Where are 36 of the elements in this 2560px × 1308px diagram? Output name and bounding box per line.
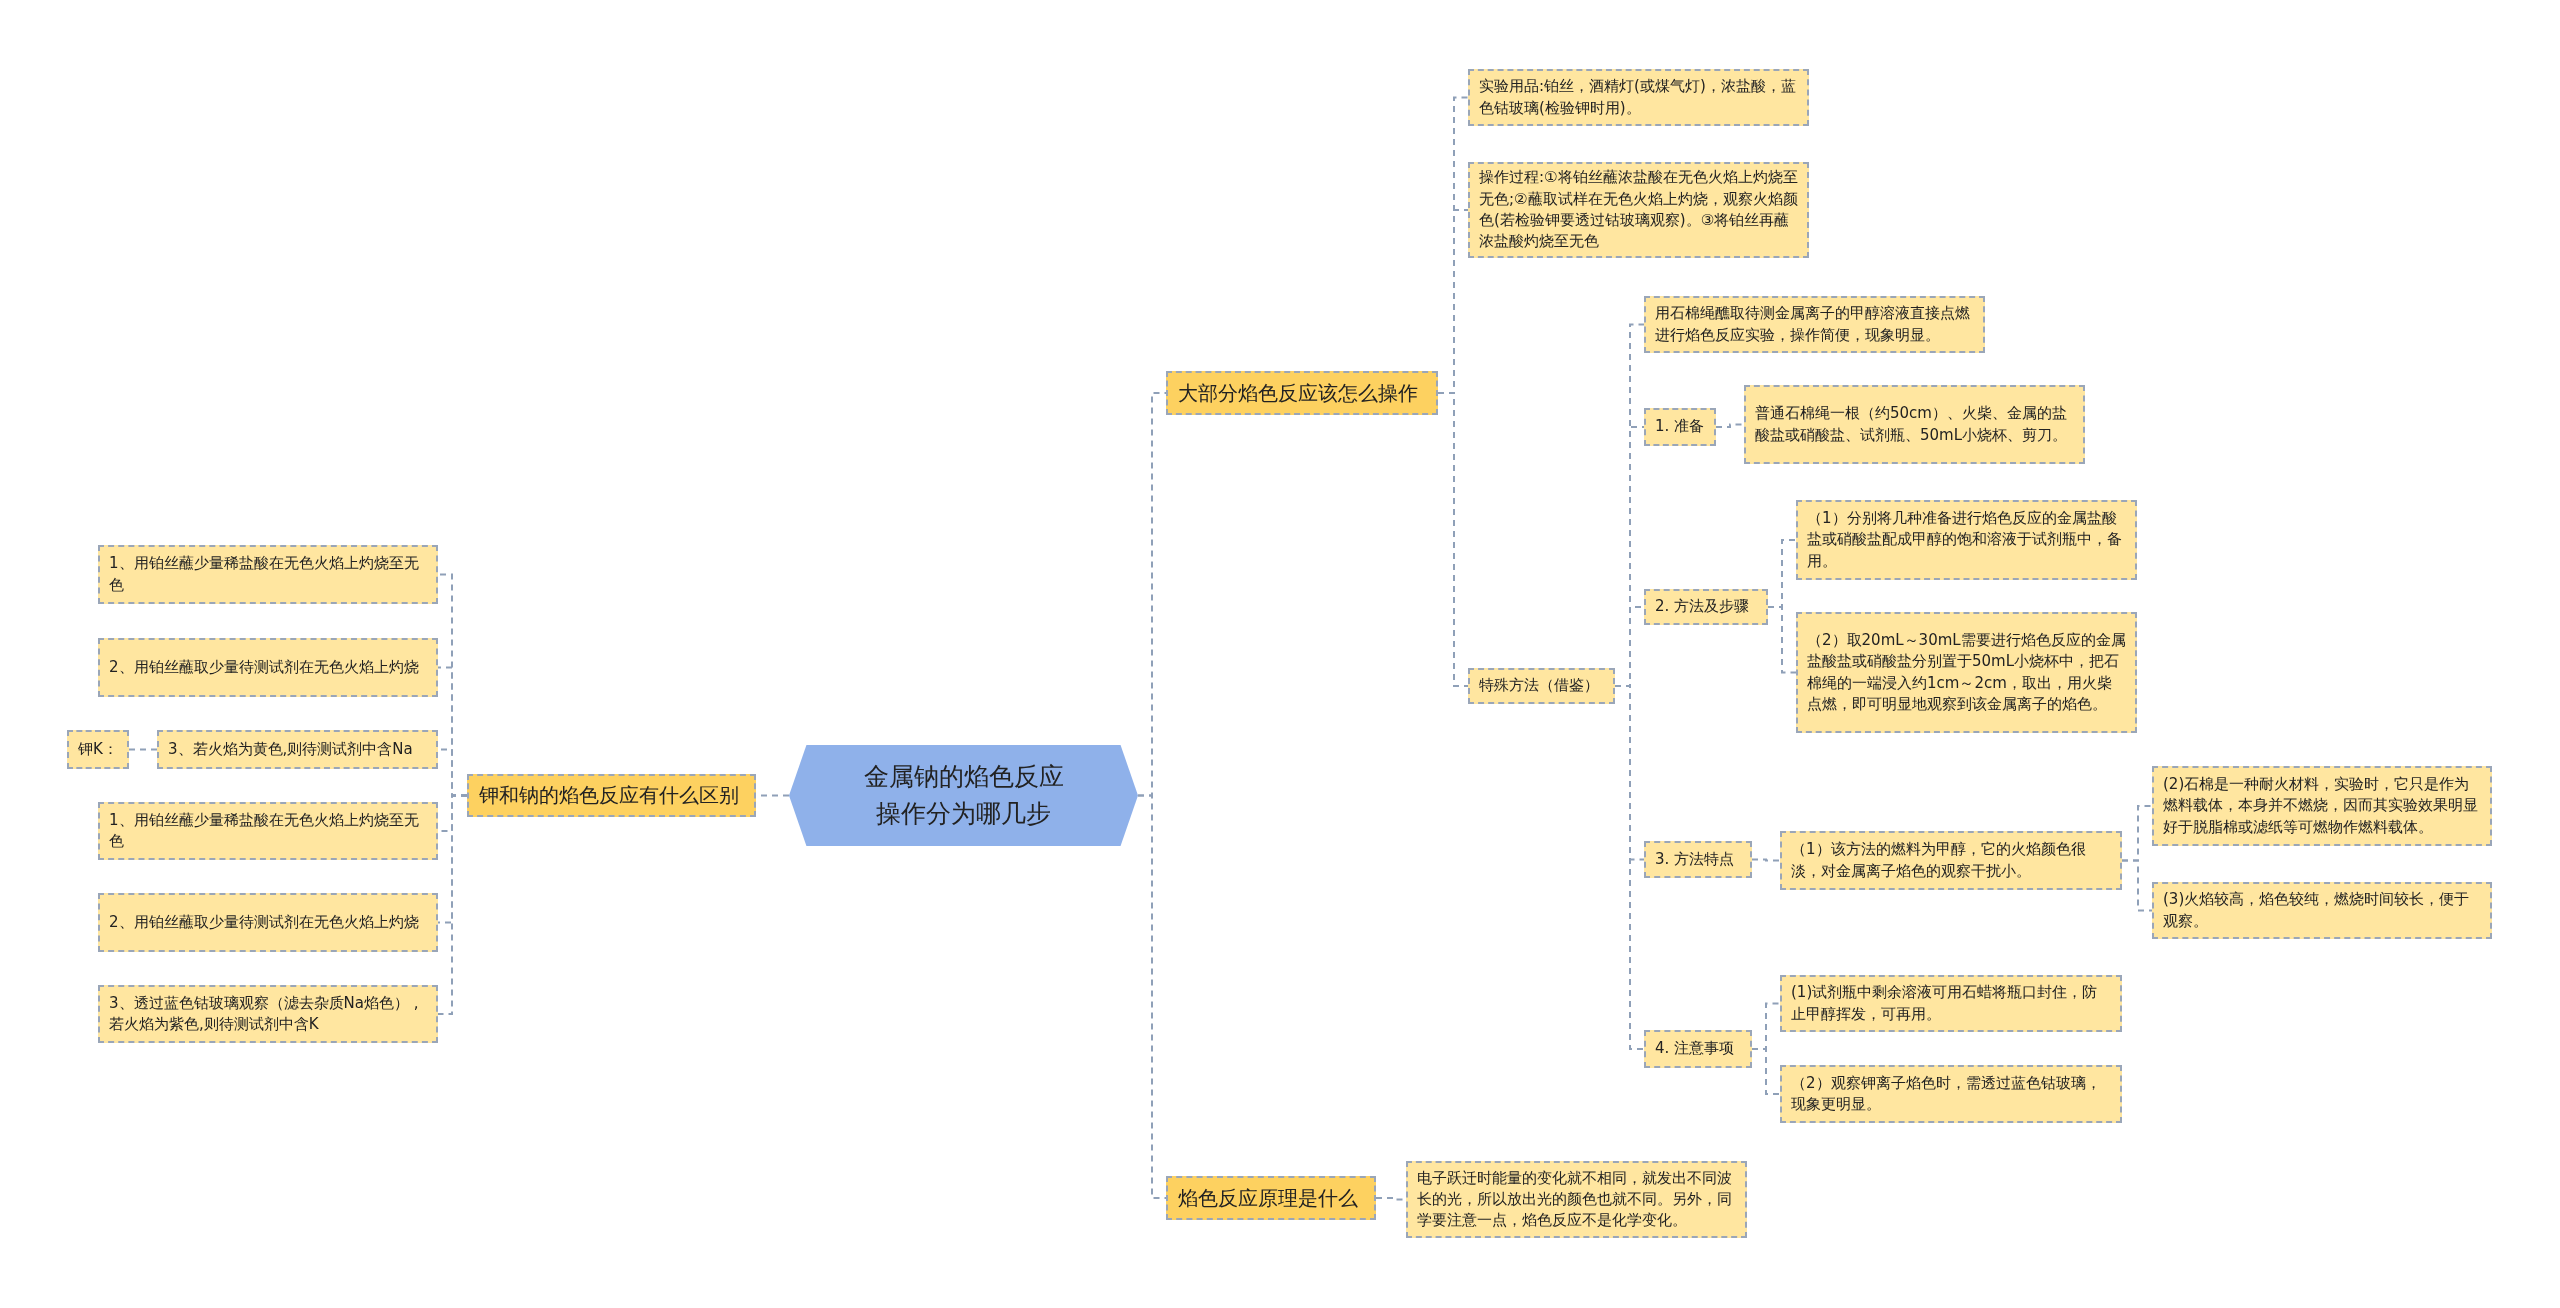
- subtopic-box: 4. 注意事项: [1644, 1030, 1752, 1068]
- subtopic-box: （1）分别将几种准备进行焰色反应的金属盐酸盐或硝酸盐配成甲醇的饱和溶液于试剂瓶中，备用。: [1796, 500, 2137, 580]
- subtopic-box: 实验用品:铂丝，酒精灯(或煤气灯)，浓盐酸，蓝色钴玻璃(检验钾时用)。: [1468, 69, 1809, 126]
- subtopic-box: (1)试剂瓶中剩余溶液可用石蜡将瓶口封住，防止甲醇挥发，可再用。: [1780, 975, 2122, 1032]
- subtopic-box: 3、透过蓝色钴玻璃观察（滤去杂质Na焰色） ,若火焰为紫色,则待测试剂中含K: [98, 985, 438, 1043]
- subtopic-box: 2. 方法及步骤: [1644, 589, 1768, 625]
- subtopic-box: 2、用铂丝蘸取少量待测试剂在无色火焰上灼烧: [98, 893, 438, 952]
- subtopic-box: （1）该方法的燃料为甲醇，它的火焰颜色很淡，对金属离子焰色的观察干扰小。: [1780, 831, 2122, 890]
- subtopic-box: 3. 方法特点: [1644, 841, 1752, 878]
- subtopic-box: （2）观察钾离子焰色时，需透过蓝色钴玻璃，现象更明显。: [1780, 1065, 2122, 1123]
- subtopic-box: 普通石棉绳一根（约50cm）、火柴、金属的盐酸盐或硝酸盐、试剂瓶、50mL小烧杯、剪刀。: [1744, 385, 2085, 464]
- subtopic-box: 钾K：: [67, 730, 129, 769]
- connector-line: [1767, 606, 1797, 674]
- connector-line: [1751, 858, 1781, 862]
- topic-box: 焰色反应原理是什么: [1166, 1176, 1376, 1220]
- subtopic-box: (3)火焰较高，焰色较纯，燃烧时间较长，便于观察。: [2152, 882, 2492, 939]
- subtopic-box: 1、用铂丝蘸少量稀盐酸在无色火焰上灼烧至无色: [98, 545, 438, 604]
- subtopic-box: 3、若火焰为黄色,则待测试剂中含Na: [157, 730, 438, 769]
- subtopic-box: 特殊方法（借鉴）: [1468, 668, 1615, 704]
- subtopic-box: 1、用铂丝蘸少量稀盐酸在无色火焰上灼烧至无色: [98, 802, 438, 860]
- connector-line: [437, 794, 468, 1015]
- topic-box: 钾和钠的焰色反应有什么区别: [467, 774, 756, 817]
- connector-line: [1437, 392, 1469, 687]
- subtopic-box: （2）取20mL～30mL需要进行焰色反应的金属盐酸盐或硝酸盐分别置于50mL小烧杯中，把石棉绳的一端浸入约1cm～2cm，取出，用火柴点燃，即可明显地观察到该金属离子的焰色。: [1796, 612, 2137, 733]
- subtopic-box: 2、用铂丝蘸取少量待测试剂在无色火焰上灼烧: [98, 638, 438, 697]
- subtopic-box: 用石棉绳醮取待测金属离子的甲醇溶液直接点燃进行焰色反应实验，操作简便，现象明显。: [1644, 296, 1985, 353]
- subtopic-box: 操作过程:①将铂丝蘸浓盐酸在无色火焰上灼烧至无色;②蘸取试样在无色火焰上灼烧，观察火焰颜色(若检验钾要透过钴玻璃观察)。③将铂丝再蘸浓盐酸灼烧至无色: [1468, 162, 1809, 258]
- subtopic-box: 电子跃迁时能量的变化就不相同，就发出不同波长的光，所以放出光的颜色也就不同。另外，同学要注意一点，焰色反应不是化学变化。: [1406, 1161, 1747, 1238]
- connector-line: [1137, 794, 1167, 1199]
- connector-line: [1751, 1048, 1781, 1095]
- subtopic-box: (2)石棉是一种耐火材料，实验时，它只是作为燃料载体，本身并不燃烧，因而其实验效果明显好于脱脂棉或滤纸等可燃物作燃料载体。: [2152, 766, 2492, 846]
- connector-line: [2121, 859, 2153, 912]
- connector-line: [1715, 423, 1745, 428]
- connector-line: [128, 748, 158, 751]
- topic-box: 大部分焰色反应该怎么操作: [1166, 371, 1438, 415]
- subtopic-box: 1. 准备: [1644, 408, 1716, 446]
